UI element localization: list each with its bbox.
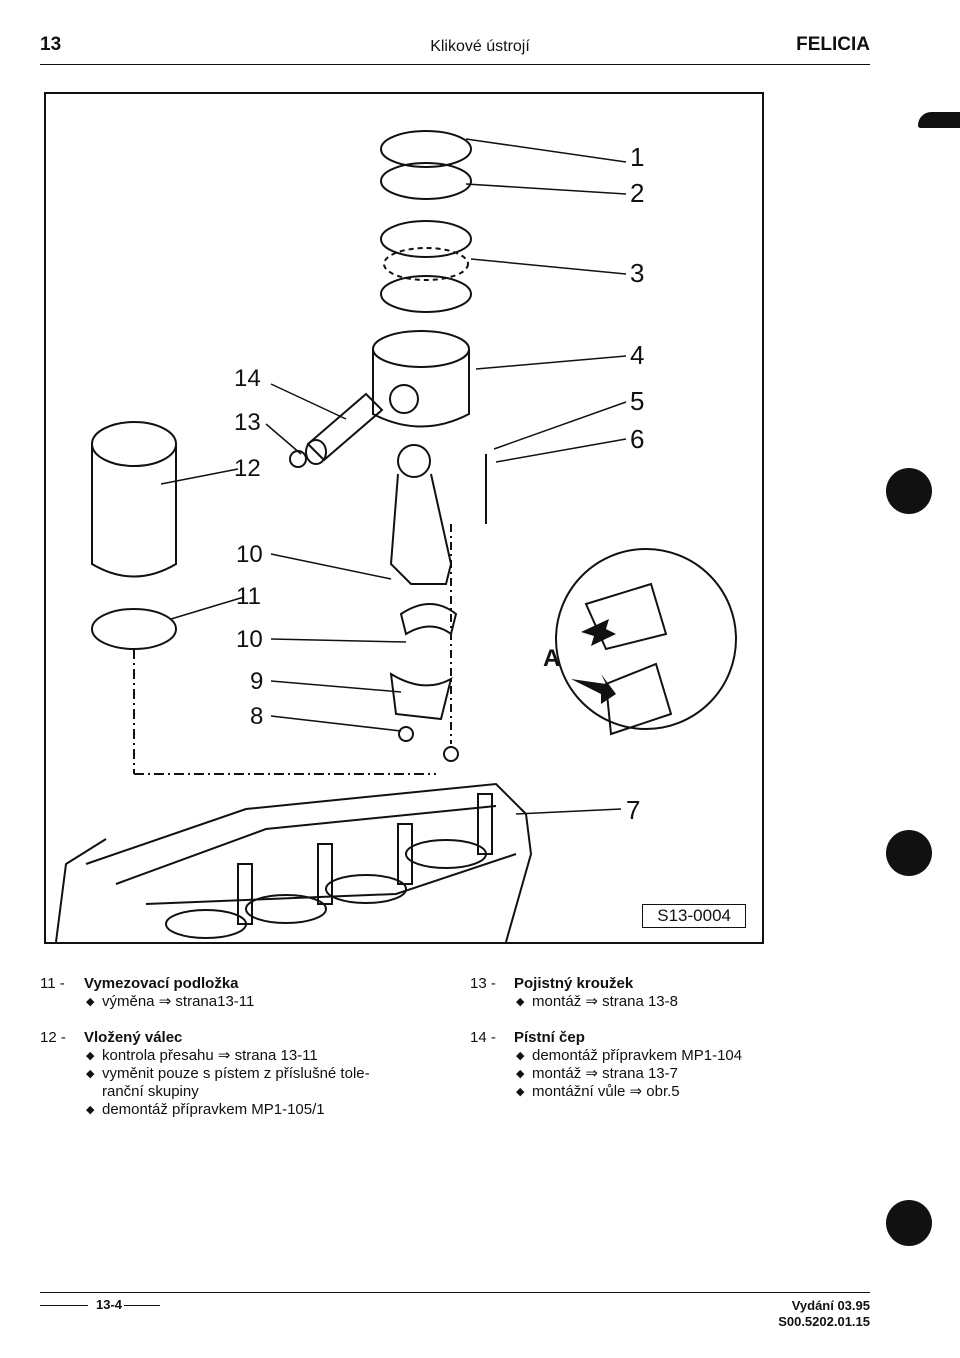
legend-item-number: 11 -: [40, 975, 65, 992]
callout-10-upper: 10: [236, 541, 263, 568]
bullet-icon: ◆: [86, 1068, 95, 1080]
binding-hole-marker: [886, 468, 932, 514]
callout-1: 1: [630, 142, 644, 172]
bullet-icon: ◆: [516, 1050, 525, 1062]
piston: [372, 330, 470, 428]
detail-letter: A: [543, 645, 560, 672]
callout-2: 2: [630, 178, 644, 208]
bullet-icon: ◆: [86, 1104, 95, 1116]
footer-rule: [40, 1292, 870, 1293]
piston-rings: [380, 130, 472, 313]
page-title: Klikové ústrojí: [430, 38, 530, 55]
callout-14: 14: [234, 365, 261, 392]
legend-item-number: 12 -: [40, 1029, 66, 1046]
edition-date: Vydání 03.95: [791, 1298, 870, 1313]
callout-7: 7: [626, 795, 640, 825]
callout-4: 4: [630, 340, 644, 370]
legend-bullet: kontrola přesahu ⇒ strana 13-11: [102, 1047, 318, 1064]
legend-item-title: Pístní čep: [514, 1029, 585, 1046]
legend-bullet: výměna ⇒ strana13-11: [102, 993, 255, 1010]
callout-13: 13: [234, 409, 261, 436]
footer-dash: [40, 1305, 88, 1306]
edge-tab-marker: [918, 112, 960, 128]
binding-hole-marker: [886, 830, 932, 876]
footer-page-number: 13-4: [96, 1297, 123, 1312]
footer-dash: [124, 1305, 160, 1306]
legend-bullet: montáž ⇒ strana 13-8: [532, 993, 678, 1010]
detail-arrow: [581, 619, 616, 646]
legend-bullet: vyměnit pouze s pístem z příslušné tole-…: [102, 1065, 370, 1100]
leader-lines: [160, 138, 627, 815]
piston-pin: [289, 392, 384, 468]
legend-item: 13 - Pojistný kroužek ◆ montáž ⇒ strana 13…: [470, 975, 870, 1011]
exploded-diagram: A: [44, 92, 764, 944]
brand-name: FELICIA: [796, 34, 870, 55]
legend-bullet: demontáž přípravkem MP1-105/1: [102, 1101, 325, 1118]
bullet-icon: ◆: [516, 996, 525, 1008]
legend-bullet: demontáž přípravkem MP1-104: [532, 1047, 743, 1064]
legend-item: 11 - Vymezovací podložka ◆ výměna ⇒ strana…: [40, 975, 450, 1011]
footer-info: Vydání 03.95 S00.5202.01.15: [778, 1298, 870, 1330]
connecting-rod: [389, 444, 487, 762]
callout-11: 11: [236, 583, 261, 610]
legend-item: 12 - Vložený válec ◆ kontrola přesahu ⇒ st…: [40, 1029, 450, 1119]
callout-10-lower: 10: [236, 626, 263, 653]
callout-6: 6: [630, 424, 644, 454]
header-rule: [40, 64, 870, 65]
legend-bullet: montážní vůle ⇒ obr.5: [532, 1083, 680, 1100]
legend-item-title: Pojistný kroužek: [514, 975, 634, 992]
cylinder-liner: [91, 421, 436, 775]
legend-right: 13 - Pojistný kroužek ◆ montáž ⇒ strana 13…: [470, 975, 870, 1119]
detail-a-circle: [555, 548, 737, 736]
legend-left: 11 - Vymezovací podložka ◆ výměna ⇒ strana…: [40, 975, 450, 1137]
callout-5: 5: [630, 386, 644, 416]
bullet-icon: ◆: [516, 1068, 525, 1080]
detail-arrow: [571, 674, 616, 704]
callout-8: 8: [250, 703, 263, 730]
page-number: 13: [40, 34, 62, 55]
bullet-icon: ◆: [516, 1086, 525, 1098]
legend-item-title: Vložený válec: [84, 1029, 183, 1046]
legend-item-number: 13 -: [470, 975, 496, 992]
callout-12: 12: [234, 455, 261, 482]
callout-3: 3: [630, 258, 644, 288]
callout-9: 9: [250, 668, 263, 695]
engine-block: [55, 782, 533, 942]
legend-item: 14 - Pístní čep ◆ demontáž přípravkem MP1-…: [470, 1029, 870, 1101]
legend-item-number: 14 -: [470, 1029, 496, 1046]
legend-bullet: montáž ⇒ strana 13-7: [532, 1065, 678, 1082]
bullet-icon: ◆: [86, 996, 95, 1008]
figure-code: S13-0004: [642, 904, 746, 928]
document-code: S00.5202.01.15: [778, 1314, 870, 1329]
binding-hole-marker: [886, 1200, 932, 1246]
bullet-icon: ◆: [86, 1050, 95, 1062]
legend-item-title: Vymezovací podložka: [84, 975, 239, 992]
exploded-diagram-drawing: A: [55, 130, 737, 942]
